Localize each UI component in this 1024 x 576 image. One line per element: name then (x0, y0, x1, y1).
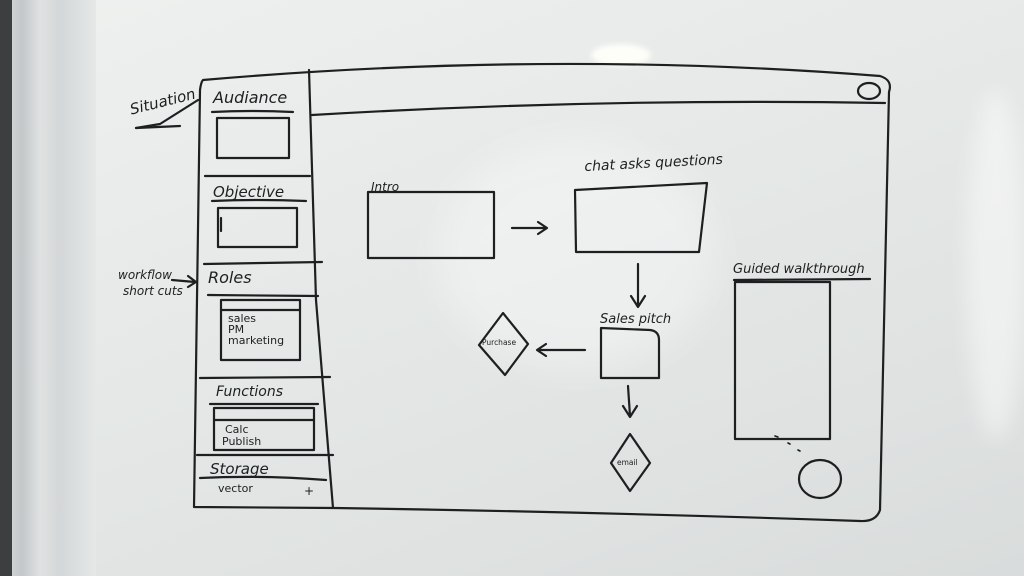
functions-item-calc[interactable]: Calc (225, 423, 249, 436)
roles-item-pm[interactable]: PM (228, 323, 245, 336)
audience-title[interactable]: Audiance (213, 88, 288, 107)
roles-item-sales[interactable]: sales (228, 312, 257, 325)
pitch-box (599, 326, 661, 380)
audience-box (215, 116, 291, 160)
roles-title[interactable]: Roles (208, 268, 252, 287)
functions-title[interactable]: Functions (216, 384, 284, 400)
arrow-pitch-email (621, 384, 639, 419)
objective-underline (210, 198, 308, 203)
whiteboard (96, 0, 1024, 576)
storage-underline (198, 475, 328, 482)
guided-dots (774, 435, 801, 452)
guided-underline (732, 277, 872, 282)
reflection-band (436, 140, 716, 370)
sidebar-divider (307, 68, 335, 510)
objective-title[interactable]: Objective (213, 183, 285, 201)
section-divider-3 (198, 375, 332, 380)
storage-item-vector[interactable]: vector (218, 482, 253, 495)
section-divider-2 (202, 260, 324, 266)
window-control-icon (856, 81, 882, 101)
arrow-chat-pitch (629, 262, 647, 309)
chat-box (573, 181, 709, 254)
pitch-label: Sales pitch (600, 312, 672, 327)
title-bar-line (310, 100, 887, 117)
intro-box (366, 190, 496, 260)
arrow-pitch-purchase (535, 342, 587, 358)
functions-item-publish[interactable]: Publish (222, 435, 262, 448)
storage-add-button[interactable]: + (304, 484, 315, 498)
window-frame (192, 62, 892, 523)
email-label: email (617, 458, 638, 467)
email-diamond (609, 432, 652, 493)
situation-underline (134, 124, 182, 130)
roles-box (219, 298, 302, 362)
reflection-edge (966, 90, 1024, 440)
objective-box (216, 206, 299, 249)
audience-underline (210, 109, 295, 114)
workflow-note-line1: workflow (118, 268, 172, 282)
guided-title: Guided walkthrough (733, 262, 865, 277)
chat-bubble-icon (797, 458, 843, 500)
roles-underline (206, 293, 320, 298)
roles-item-marketing[interactable]: marketing (228, 334, 285, 347)
functions-box (212, 406, 316, 452)
intro-label: Intro (371, 180, 400, 194)
purchase-diamond (477, 311, 530, 377)
storage-title[interactable]: Storage (210, 460, 269, 478)
workflow-note-line2: short cuts (123, 284, 183, 298)
guided-panel (733, 280, 832, 441)
light-glare (591, 44, 651, 66)
workflow-arrow (170, 274, 198, 289)
purchase-label: Purchase (482, 338, 517, 347)
arrow-intro-chat (510, 220, 549, 236)
